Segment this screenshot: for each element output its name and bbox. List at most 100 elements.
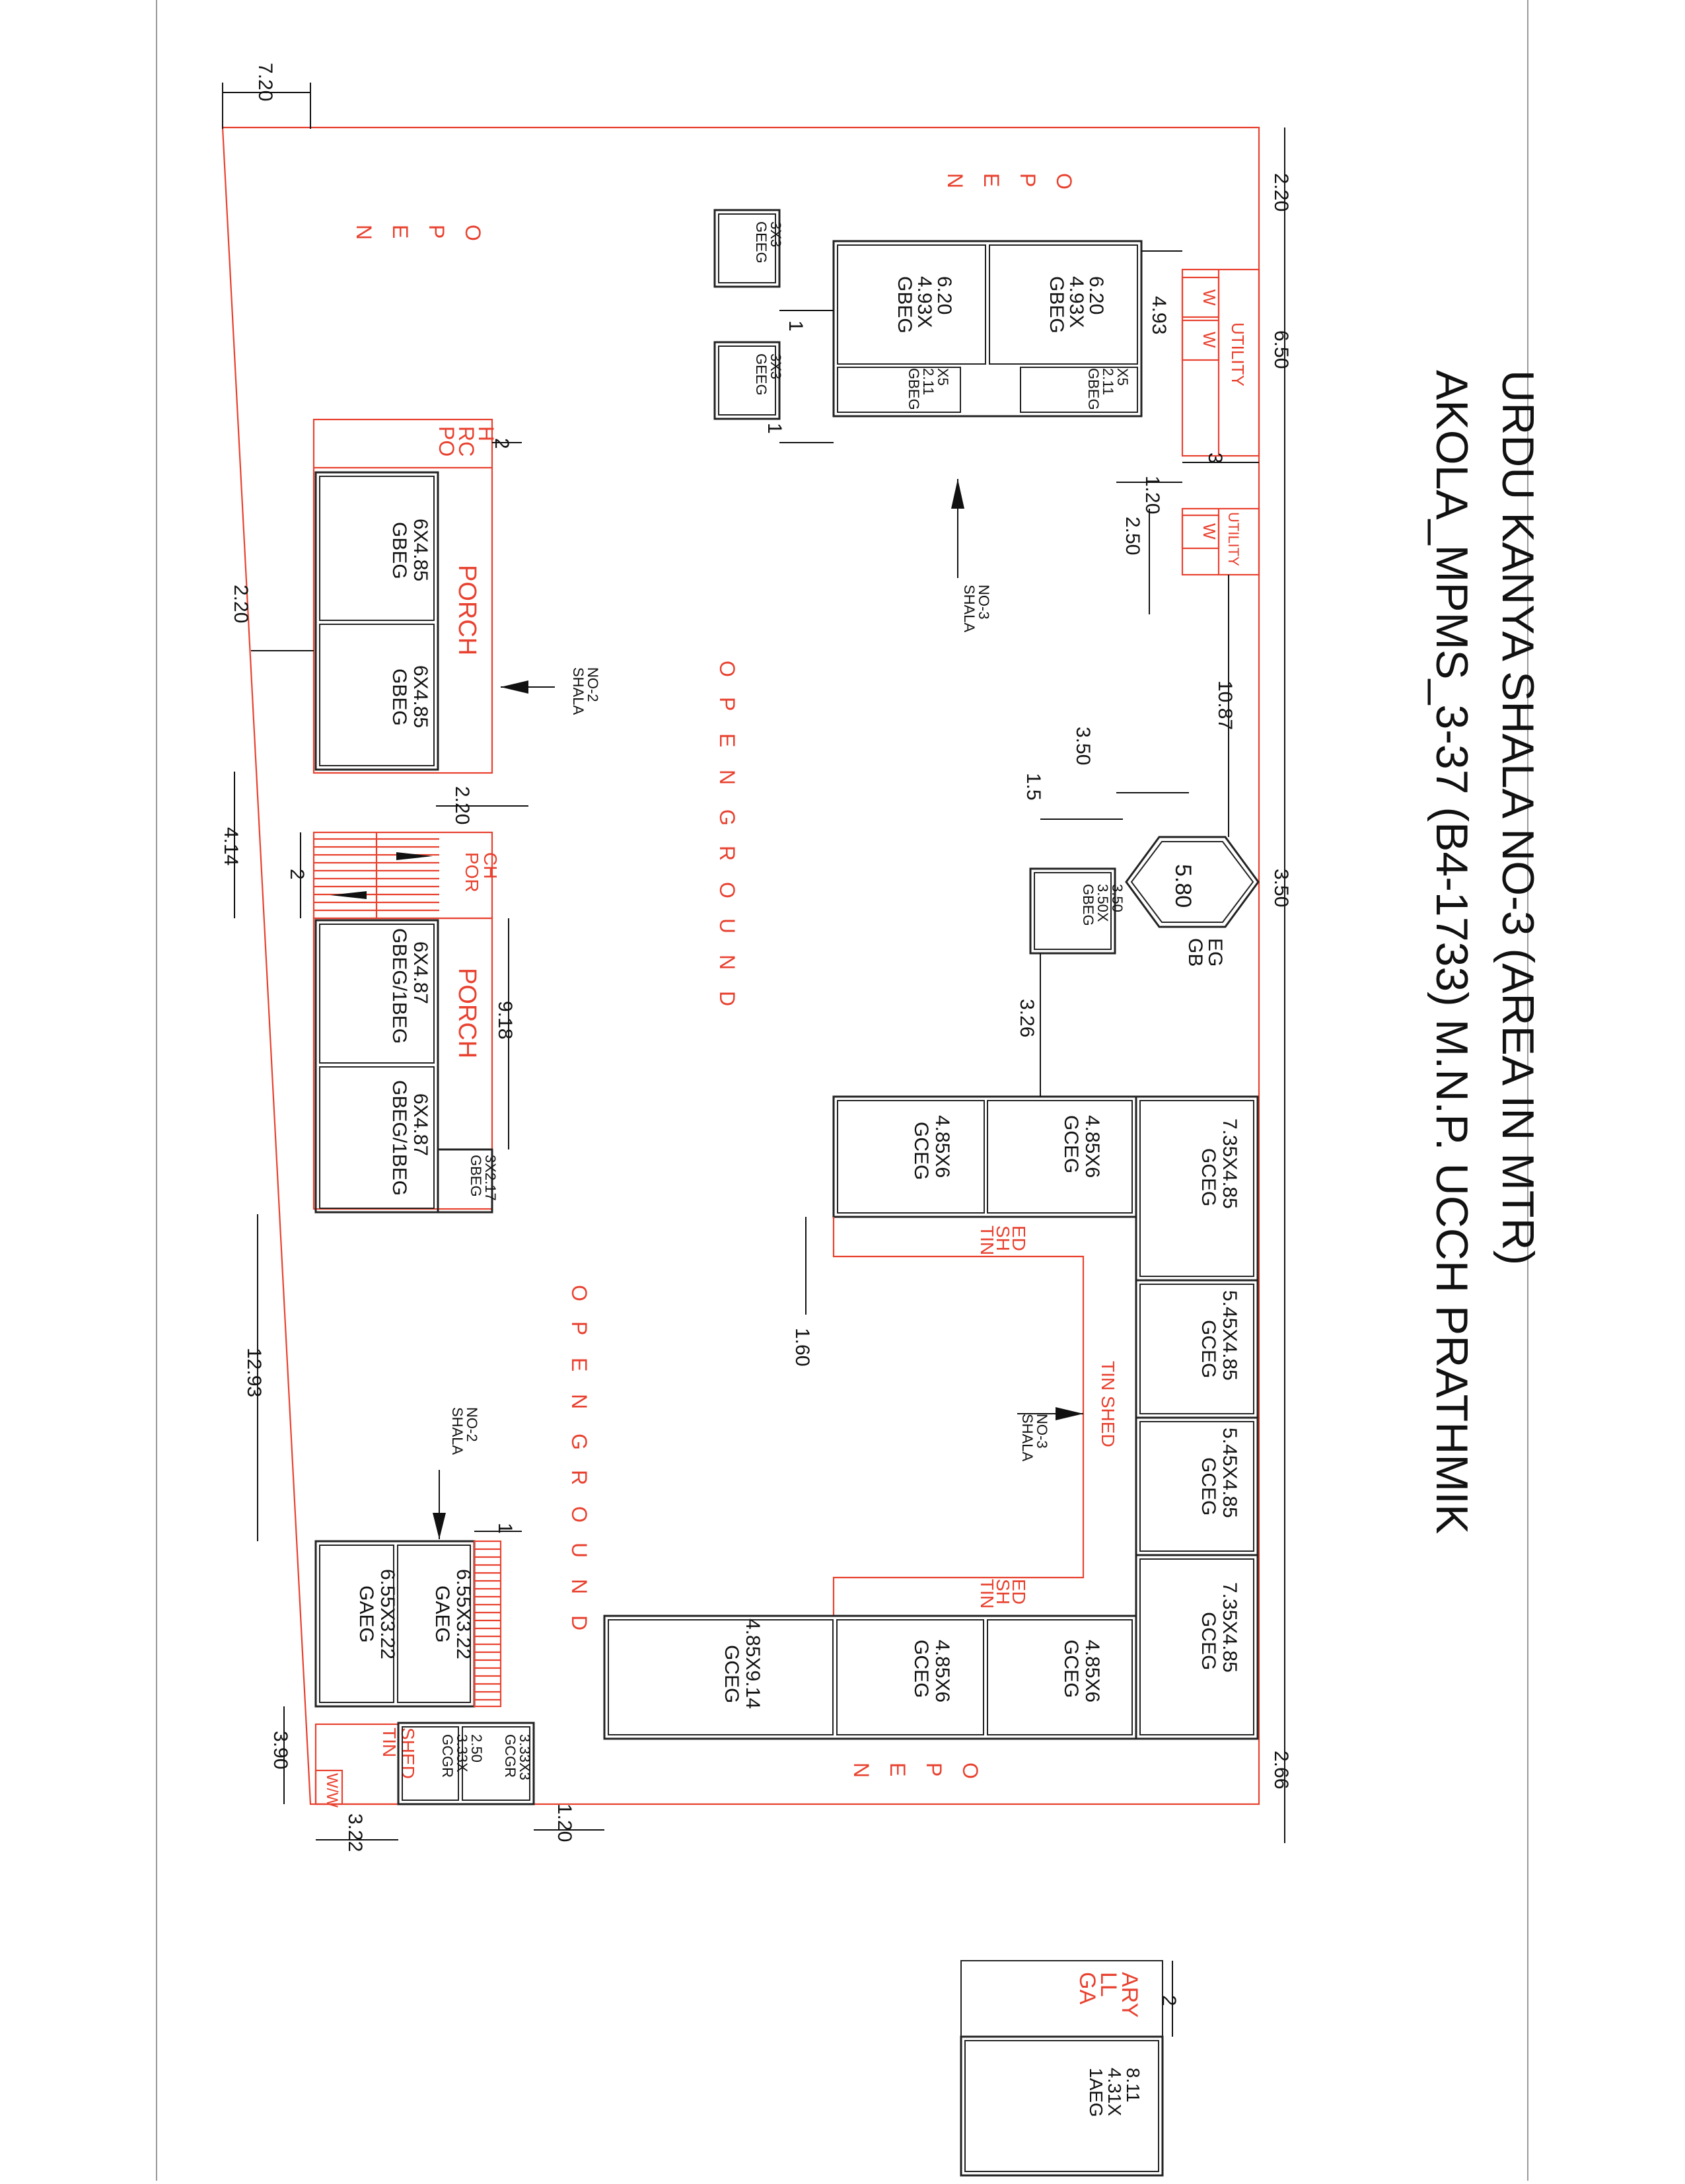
- gallery-text: GA: [1075, 1972, 1100, 2004]
- open-letter: P: [425, 225, 448, 238]
- room-1aeg: [960, 2035, 1164, 2177]
- room-size: 3X3: [768, 353, 784, 379]
- room-size: 4.93X: [914, 276, 935, 328]
- tin-shed-outline: [832, 1217, 1085, 1616]
- room-name: GBEG/1BEG: [388, 1080, 410, 1196]
- shala-no2-arrow-porch: SHALA NO-2: [501, 667, 601, 715]
- dim-350-a: 3.50: [1072, 727, 1094, 765]
- room-geeg-b-label: GEEG 3X3: [753, 353, 784, 396]
- room-size: 3X3: [768, 221, 784, 247]
- open-ground-letter: P: [715, 697, 739, 711]
- room-gcgr-a: [462, 1726, 530, 1801]
- room-gaeg-b: [397, 1545, 471, 1703]
- plot-boundary: [221, 126, 1260, 1805]
- gceg-bottom-row: GCEG 4.85X9.14 GCEG 4.85X6 GCEG 4.85X6: [603, 1615, 1137, 1740]
- open-letter: N: [352, 225, 376, 240]
- room-gceg-735-a-label: GCEG 7.35X4.85: [1198, 1118, 1240, 1209]
- shala-text: SHALA: [570, 667, 587, 715]
- tin-shed-label-bottom: TIN SH ED: [977, 1579, 1029, 1609]
- open-label-top: O P E N: [943, 173, 1076, 190]
- open-ground-label-2: O P E N G R O U N D: [567, 1285, 591, 1630]
- tin-shed-text: SH: [993, 1579, 1013, 1605]
- w-label-1: W: [1200, 289, 1219, 306]
- open-ground-letter: O: [567, 1285, 591, 1301]
- open-ground-letter: P: [567, 1321, 591, 1335]
- room-name: GBEG: [468, 1155, 484, 1197]
- room-size: 2.11: [920, 368, 937, 395]
- open-ground-label-1: O P E N G R O U N D: [715, 661, 739, 1006]
- open-label-bottom: O P E N: [849, 1763, 982, 1779]
- dim-1-b: 1: [764, 423, 785, 434]
- room-geeg-b-inner: [718, 346, 776, 416]
- room-gbeg-porch-b-label: GBEG 6X4.85: [388, 665, 431, 728]
- room-geeg-a-label: GEEG 3X3: [753, 221, 784, 264]
- dim-322: 3.22: [344, 1813, 366, 1852]
- dim-250: 2.50: [1122, 517, 1143, 555]
- open-letter: O: [958, 1763, 982, 1779]
- room-1aeg-label: 1AEG 4.31X 8.11: [1086, 2068, 1143, 2117]
- room-size: 6.55X3.22: [452, 1569, 474, 1659]
- dim-160: 1.60: [791, 1328, 813, 1366]
- room-name: GCEG: [910, 1640, 932, 1698]
- shala-no3-arrow-top: SHALA NO-3: [951, 479, 992, 632]
- open-ground-letter: R: [715, 846, 739, 861]
- shala-no2-arrow-gaeg: SHALA NO-2: [433, 1407, 480, 1539]
- room-geeg-b: [713, 341, 781, 420]
- utility-block: W W UTILITY W UTILITY: [1181, 268, 1260, 576]
- dim-650: 6.50: [1270, 330, 1292, 369]
- stair-hatch: [314, 832, 439, 918]
- room-name: GCEG: [1198, 1612, 1219, 1670]
- dim-720: 7.20: [254, 63, 276, 101]
- open-letter: E: [886, 1763, 910, 1776]
- gallery-block: GA LL ARY 1AEG 4.31X 8.11: [960, 1960, 1164, 2177]
- room-size: 6X4.85: [410, 665, 431, 728]
- dim-493: 4.93: [1148, 296, 1170, 334]
- gceg-right-column: GCEG 7.35X4.85 GCEG 5.45X4.85 GCEG 5.45X…: [1135, 1095, 1259, 1740]
- room-size: 6.20: [1085, 276, 1107, 314]
- room-name: GCEG: [1060, 1115, 1082, 1173]
- dim-2-gallery: 2: [1158, 1995, 1180, 2006]
- room-gbeg-211-b-label: GBEG 2.11 X5: [1085, 368, 1131, 410]
- open-letter: O: [461, 225, 485, 241]
- room-name: GCGR: [439, 1734, 456, 1778]
- porch-text: PO: [435, 426, 458, 456]
- room-gceg-485-a: [837, 1100, 985, 1214]
- open-letter: N: [943, 173, 967, 188]
- open-letter: P: [1016, 173, 1040, 187]
- dim-918: 9.18: [494, 1001, 516, 1039]
- open-ground-letter: U: [715, 918, 739, 933]
- room-gbeg-211-a-label: GBEG 2.11 X5: [906, 368, 951, 410]
- room-gceg-914-label: GCEG 4.85X9.14: [721, 1619, 764, 1709]
- gbeg-porch-outline: [314, 471, 439, 771]
- room-size: 4.93X: [1065, 276, 1087, 328]
- room-size: 4.85X6: [931, 1115, 953, 1178]
- room-name: GBEG: [1080, 884, 1096, 926]
- dim-2-stair: 2: [286, 869, 308, 880]
- room-name: GBEG: [388, 522, 410, 579]
- room-name: GEEG: [753, 221, 770, 264]
- porch-label-split: PO RC H: [435, 426, 498, 456]
- room-gbeg-211-a: [837, 367, 961, 413]
- room-gbeg-350-label: GBEG 3.50X 3.50: [1080, 884, 1126, 926]
- room-size: 4.85X6: [931, 1640, 953, 1702]
- w-cell-2: [1181, 319, 1220, 361]
- open-ground-letter: N: [715, 770, 739, 785]
- room-gceg-485-c: [836, 1619, 984, 1735]
- room-1aeg-inner: [964, 2040, 1159, 2172]
- room-size: 3.33X3: [517, 1734, 533, 1780]
- room-size: 6.55X3.22: [376, 1569, 398, 1659]
- open-letter: N: [849, 1763, 873, 1778]
- room-gbeg-hexagon: [1125, 836, 1260, 928]
- tin-shed-label: TIN SHED: [1098, 1361, 1118, 1447]
- shala-no3-label-top: SHALA NO-3: [961, 585, 992, 632]
- room-gbeg-211-b: [1020, 367, 1138, 413]
- gallery-text: LL: [1096, 1972, 1121, 1997]
- tin-shed-label-top: TIN SH ED: [977, 1225, 1029, 1255]
- room-gcgr-a-label: GCGR 3.33X3: [502, 1734, 533, 1780]
- room-gcgr-b: [402, 1726, 459, 1801]
- dim-580: 5.80: [1170, 864, 1196, 908]
- dim-120-b: 1.20: [554, 1803, 575, 1842]
- room-gaeg-b-label: GAEG 6.55X3.22: [431, 1569, 474, 1659]
- gcgr-block: GCGR 3.33X3 GCGR 3.33X 2.50: [397, 1722, 535, 1805]
- porch-text: H: [474, 426, 498, 441]
